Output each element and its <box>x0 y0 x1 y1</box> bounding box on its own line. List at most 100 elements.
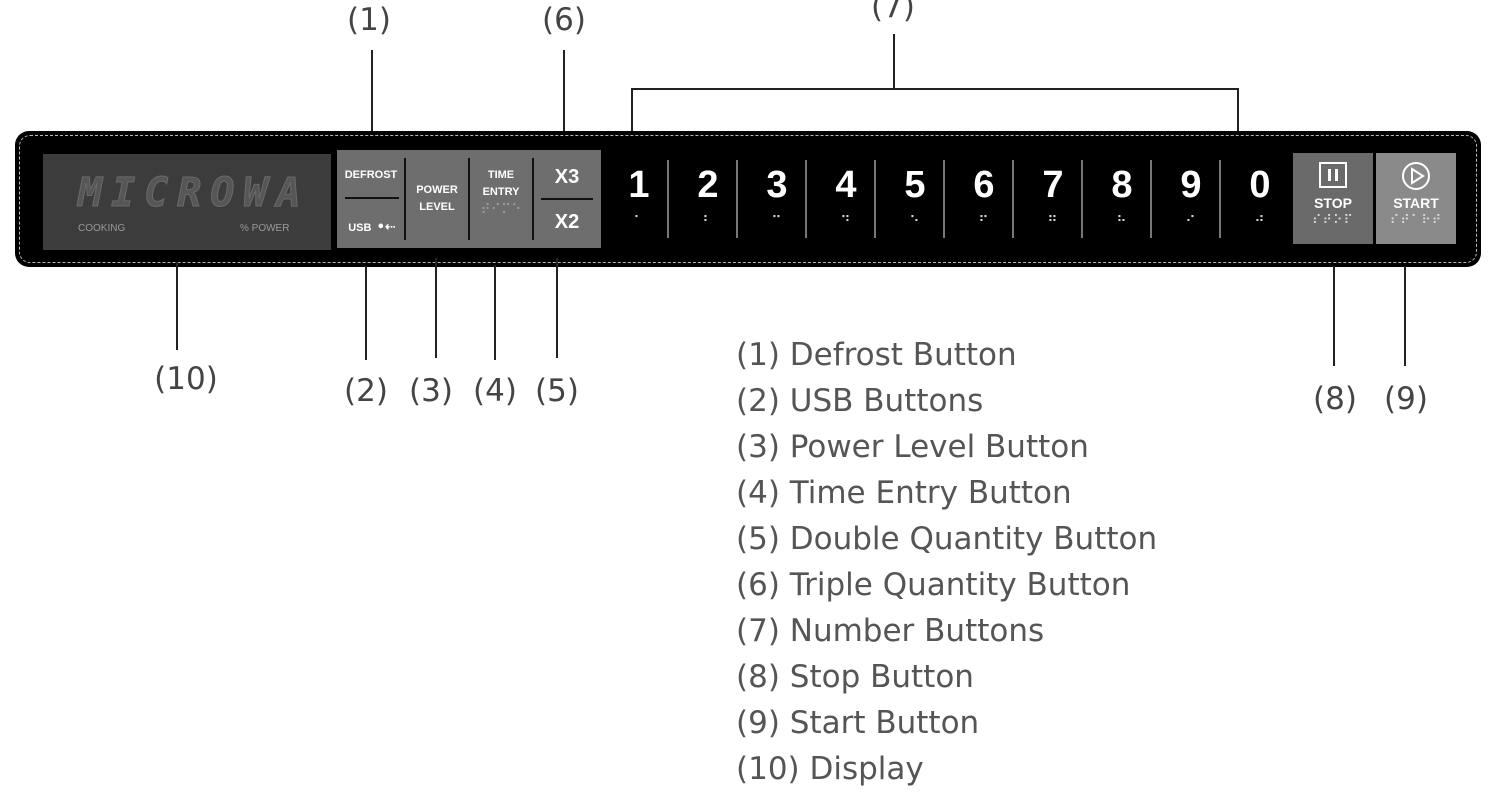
keypad-divider <box>667 160 669 238</box>
leader-line-7 <box>893 34 895 89</box>
leader-line-9 <box>1404 266 1406 366</box>
callout-2: (2) <box>344 373 388 409</box>
leader-line-1 <box>371 50 373 132</box>
number-button-digit: 6 <box>973 164 995 206</box>
leader-line-6 <box>563 50 565 132</box>
play-icon <box>1376 161 1456 195</box>
stop-braille: ⠎⠞⠕⠏ <box>1311 213 1355 228</box>
legend-item: (6) Triple Quantity Button <box>736 567 1131 603</box>
defrost-button[interactable]: DEFROST <box>344 169 398 181</box>
callout-6: (6) <box>542 2 586 38</box>
usb-button[interactable]: USB •⇠ <box>340 216 404 237</box>
number-button-8[interactable]: 8⠓ <box>1089 156 1155 252</box>
divider-3 <box>532 158 534 240</box>
divider-2 <box>468 158 470 240</box>
leader-line-8 <box>1333 266 1335 366</box>
number-button-braille: ⠙ <box>840 214 852 230</box>
number-button-digit: 0 <box>1249 164 1271 206</box>
legend-item: (9) Start Button <box>736 705 980 741</box>
legend-item: (5) Double Quantity Button <box>736 521 1158 557</box>
number-button-3[interactable]: 3⠉ <box>744 156 810 252</box>
keypad-divider <box>1081 160 1083 238</box>
callout-7: (7) <box>871 0 915 25</box>
number-button-digit: 8 <box>1111 164 1133 206</box>
display <box>43 154 331 250</box>
start-braille: ⠎⠞⠁⠗⠞ <box>1389 213 1443 228</box>
callout-3: (3) <box>409 373 453 409</box>
triple-quantity-button[interactable]: X3 <box>554 166 580 188</box>
keypad-divider <box>736 160 738 238</box>
number-button-5[interactable]: 5⠑ <box>882 156 948 252</box>
stop-button[interactable]: STOP ⠎⠞⠕⠏ <box>1293 153 1373 244</box>
callout-8: (8) <box>1313 381 1357 417</box>
keypad-divider <box>874 160 876 238</box>
number-button-0[interactable]: 0⠚ <box>1227 156 1293 252</box>
usb-icon: •⇠ <box>376 220 396 235</box>
x3-x2-divider <box>541 198 593 200</box>
leader-line-2 <box>365 266 367 360</box>
number-button-braille: ⠛ <box>1047 214 1059 230</box>
start-button[interactable]: START ⠎⠞⠁⠗⠞ <box>1376 153 1456 244</box>
leader-line-5 <box>556 258 558 358</box>
legend-item: (10) Display <box>736 751 924 787</box>
legend-item: (2) USB Buttons <box>736 383 984 419</box>
number-button-6[interactable]: 6⠋ <box>951 156 1017 252</box>
keypad-divider <box>1150 160 1152 238</box>
legend-item: (3) Power Level Button <box>736 429 1089 465</box>
bracket-right-tick <box>1237 88 1239 132</box>
number-button-2[interactable]: 2⠃ <box>675 156 741 252</box>
start-label: START <box>1393 195 1439 211</box>
number-button-digit: 1 <box>628 164 650 206</box>
time-entry-braille: ⠞⠊⠍⠑ <box>480 202 522 218</box>
number-button-9[interactable]: 9⠊ <box>1158 156 1224 252</box>
legend-item: (8) Stop Button <box>736 659 974 695</box>
keypad-divider <box>1012 160 1014 238</box>
callout-1: (1) <box>347 2 391 38</box>
legend-item: (7) Number Buttons <box>736 613 1045 649</box>
number-button-digit: 3 <box>766 164 788 206</box>
power-level-button[interactable]: POWER LEVEL <box>406 182 468 215</box>
callout-4: (4) <box>473 373 517 409</box>
divider-1 <box>404 158 406 240</box>
time-entry-button[interactable]: TIME ENTRY ⠞⠊⠍⠑ <box>470 167 532 218</box>
power-level-line1: POWER <box>416 184 458 196</box>
time-entry-line2: ENTRY <box>482 185 520 198</box>
display-power-label: % POWER <box>240 223 290 234</box>
number-button-digit: 9 <box>1180 164 1202 206</box>
number-button-braille: ⠉ <box>771 214 783 230</box>
number-button-4[interactable]: 4⠙ <box>813 156 879 252</box>
legend-item: (4) Time Entry Button <box>736 475 1072 511</box>
number-button-braille: ⠊ <box>1185 214 1197 230</box>
pause-icon <box>1293 161 1373 193</box>
number-button-braille: ⠚ <box>1254 214 1266 230</box>
usb-label: USB <box>348 222 372 234</box>
number-button-digit: 2 <box>697 164 719 206</box>
display-readout: MICROWA <box>78 170 310 217</box>
number-button-digit: 5 <box>904 164 926 206</box>
leader-line-4 <box>494 265 496 360</box>
number-button-braille: ⠁ <box>633 214 645 230</box>
number-button-1[interactable]: 1⠁ <box>606 156 672 252</box>
legend: (1) Defrost Button (2) USB Buttons (3) P… <box>736 335 1157 795</box>
keypad-divider <box>1219 160 1221 238</box>
callout-9: (9) <box>1384 381 1428 417</box>
number-button-digit: 7 <box>1042 164 1064 206</box>
display-cooking-label: COOKING <box>78 223 126 234</box>
number-button-braille: ⠓ <box>1116 214 1128 230</box>
number-button-braille: ⠋ <box>978 214 990 230</box>
double-quantity-button[interactable]: X2 <box>554 211 580 233</box>
number-button-braille: ⠃ <box>702 214 714 230</box>
time-entry-line1: TIME <box>487 169 515 181</box>
power-level-line2: LEVEL <box>419 200 455 213</box>
number-button-7[interactable]: 7⠛ <box>1020 156 1086 252</box>
leader-line-3 <box>435 258 437 358</box>
bracket-left-tick <box>631 88 633 132</box>
number-button-digit: 4 <box>835 164 857 206</box>
leader-line-10 <box>176 262 178 350</box>
callout-5: (5) <box>535 373 579 409</box>
legend-item: (1) Defrost Button <box>736 337 1017 373</box>
bracket-number-buttons <box>631 88 1239 90</box>
panel-stitch-border <box>19 135 1477 263</box>
keypad-divider <box>943 160 945 238</box>
callout-10: (10) <box>154 361 218 397</box>
